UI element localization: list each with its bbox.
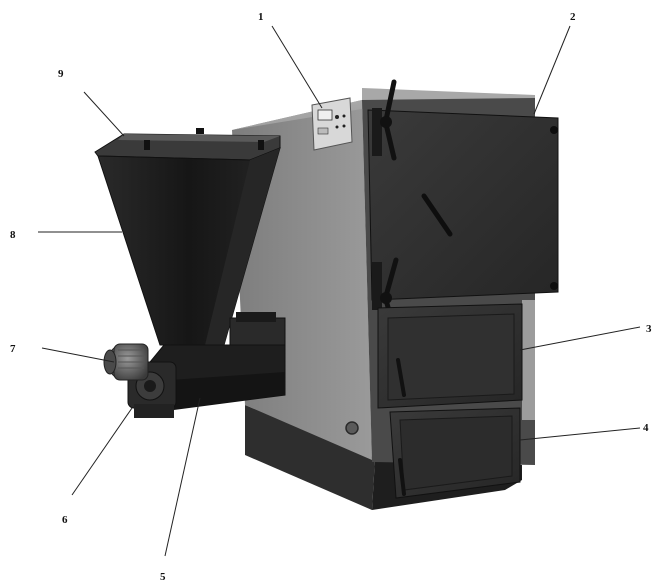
control-knob [335,115,339,119]
callout-labels: 1 2 3 4 5 6 7 8 9 [10,11,652,583]
upper-loading-door [367,79,559,339]
leader-1 [271,25,323,109]
callout-9: 9 [58,68,64,80]
combustion-chamber-door [377,303,523,409]
inspection-port [345,421,359,435]
electric-motor [103,343,149,381]
leader-3 [519,326,641,351]
callout-4: 4 [643,422,649,434]
leader-lines [38,25,641,557]
leader-7 [41,347,115,363]
latch-lever [383,79,397,123]
boiler-right-strip [522,300,535,420]
control-panel [311,97,353,151]
boiler-top-rim [362,88,535,100]
callout-2: 2 [570,11,576,23]
callout-7: 7 [10,343,16,355]
control-display [317,109,333,121]
auger-feeder [149,312,286,411]
door-bolt [550,282,558,290]
leader-4 [519,427,641,441]
latch-lever [383,257,399,299]
leader-2 [533,25,571,115]
leader-6 [71,407,133,496]
callout-8: 8 [10,229,16,241]
door-hinge [372,262,382,310]
door-handle [421,193,453,237]
callout-3: 3 [646,323,652,335]
boiler-base-plinth [245,405,375,510]
leader-5 [164,397,201,557]
door-bolt [550,126,558,134]
leader-9 [83,91,125,137]
fuel-hopper [94,128,281,346]
callout-5: 5 [160,571,166,583]
door-hinge [372,108,382,156]
callout-6: 6 [62,514,68,526]
callout-1: 1 [258,11,264,23]
ash-pan-door [389,407,521,499]
